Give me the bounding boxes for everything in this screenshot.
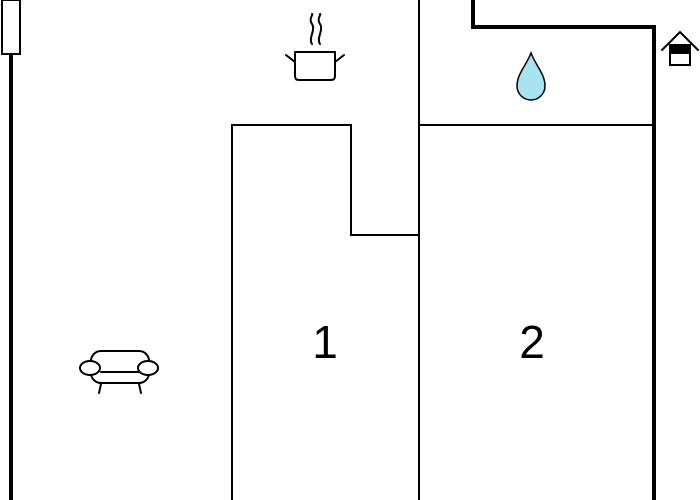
outer-walls [1,0,656,500]
window [1,0,21,55]
right-outer-wall [471,0,656,500]
house-entrance-icon [661,30,699,66]
room-2-label: 2 [519,316,545,368]
cooking-pot-icon [285,13,345,81]
interior-walls [231,0,655,500]
water-drop-icon [516,50,546,101]
room-1-label: 1 [312,316,338,368]
sofa-icon [79,350,159,394]
room-1-walls [231,124,420,500]
